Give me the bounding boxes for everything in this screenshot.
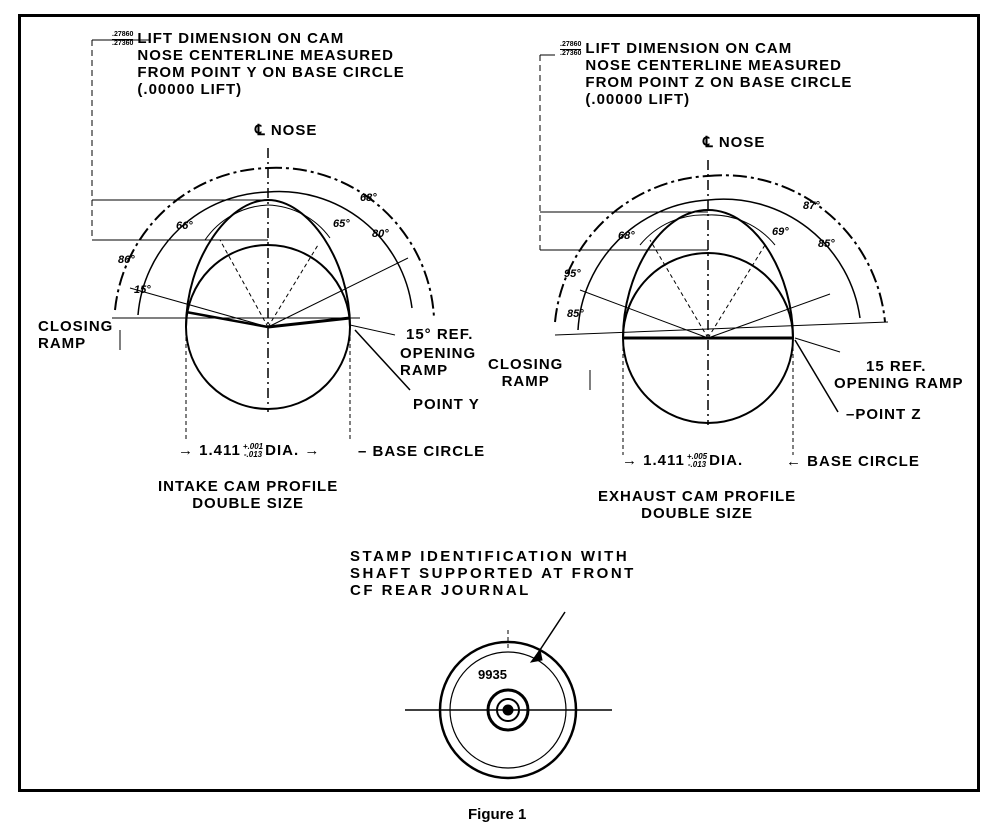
figure-frame [18,14,980,792]
arrow-right-icon: → [178,442,194,459]
figure-caption: Figure 1 [468,806,527,823]
arrow-left-icon: ← [786,453,802,470]
arrow-right-icon: → [304,442,321,459]
intake-angle-4: 80° [372,228,389,240]
exhaust-caption: EXHAUST CAM PROFILE DOUBLE SIZE [598,488,797,522]
exhaust-base-circle-label: ← BASE CIRCLE [786,453,920,470]
exhaust-opening-ramp: OPENING RAMP [834,375,964,392]
dash-icon: – [846,406,856,423]
centerline-icon: ℄ [255,122,266,139]
exhaust-angle-4: 85° [818,238,835,250]
exhaust-cam-drawing [539,54,889,455]
intake-angle-5: 86° [118,254,135,266]
intake-opening-ramp: OPENING RAMP [400,345,477,379]
exhaust-ref-label: 15 REF. [866,358,927,375]
exhaust-closing-ramp: CLOSING RAMP [488,356,564,390]
dash-icon: – [358,443,368,460]
exhaust-point-label: –POINT Z [846,406,922,423]
exhaust-angle-5: 95° [564,268,581,280]
intake-angle-3: 65° [333,218,350,230]
arrow-right-icon: → [622,452,638,469]
intake-angle-6: 15° [134,284,151,296]
intake-cam-drawing [91,39,435,440]
stamp-identification-text: STAMP IDENTIFICATION WITH SHAFT SUPPORTE… [350,548,636,599]
intake-base-circle-label: – BASE CIRCLE [358,443,486,460]
intake-angle-2: 68° [360,192,377,204]
exhaust-angle-6: 85° [567,308,584,320]
exhaust-angle-3: 69° [772,226,789,238]
intake-caption: INTAKE CAM PROFILE DOUBLE SIZE [158,478,339,512]
centerline-icon: ℄ [703,134,714,151]
intake-angle-1: 66° [176,220,193,232]
intake-lift-fraction: .27860.27360 [112,30,134,47]
intake-closing-ramp: CLOSING RAMP [38,318,114,352]
exhaust-lift-fraction: .27860.27360 [560,40,582,57]
exhaust-horizontal-centerline [554,321,889,336]
intake-nose-label: ℄ NOSE [255,122,318,139]
exhaust-lift-text: LIFT DIMENSION ON CAM NOSE CENTERLINE ME… [585,40,853,108]
intake-lift-text: LIFT DIMENSION ON CAM NOSE CENTERLINE ME… [137,30,405,98]
stamp-leader [535,611,566,657]
intake-ref-label: 15° REF. [406,326,474,343]
stamp-number: 9935 [478,667,507,682]
shaft-end-view [405,611,612,780]
intake-point-label: POINT Y [413,396,480,413]
exhaust-angle-1: 68° [618,230,635,242]
exhaust-angle-2: 87° [803,200,820,212]
exhaust-nose-label: ℄ NOSE [703,134,766,151]
